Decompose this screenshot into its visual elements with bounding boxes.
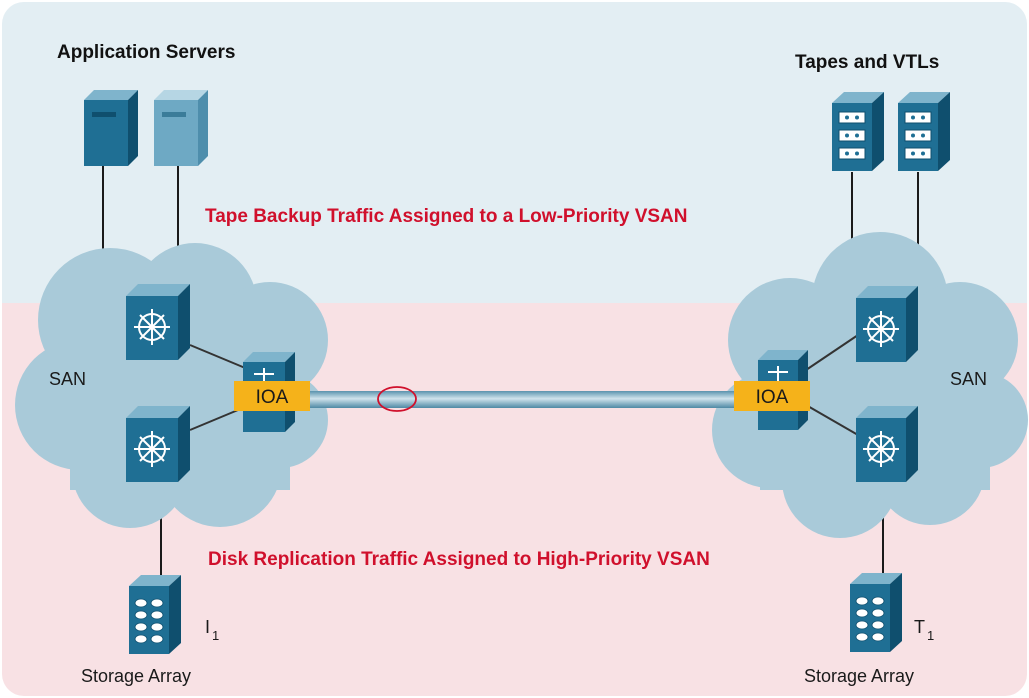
right-san-switch-1: [856, 286, 918, 362]
tape-library-2: [898, 92, 950, 171]
left-san-switch-1: [126, 284, 190, 360]
storage-array-right-label: Storage Array: [804, 666, 914, 686]
right-san-switch-2: [856, 406, 918, 482]
high-priority-vsan-label: Disk Replication Traffic Assigned to Hig…: [208, 549, 710, 570]
wan-link: [300, 391, 745, 408]
tapes-and-vtls-label: Tapes and VTLs: [795, 52, 939, 73]
left-ioa-label: IOA: [256, 387, 289, 408]
application-server-2: [154, 90, 208, 166]
storage-array-left-label: Storage Array: [81, 666, 191, 686]
left-ioa-tag: IOA: [234, 381, 310, 411]
right-ioa-label: IOA: [756, 387, 789, 408]
storage-array-left: [129, 575, 181, 654]
right-san-label: SAN: [950, 369, 987, 389]
left-san-label: SAN: [49, 369, 86, 389]
target-subscript: 1: [927, 628, 934, 643]
right-ioa-tag: IOA: [734, 381, 810, 411]
application-servers-label: Application Servers: [57, 42, 235, 63]
storage-array-right: [850, 573, 902, 652]
initiator-label: I: [205, 617, 210, 637]
target-label: T: [914, 617, 925, 637]
left-san-switch-2: [126, 406, 190, 482]
low-priority-vsan-label: Tape Backup Traffic Assigned to a Low-Pr…: [205, 206, 687, 227]
tape-library-1: [832, 92, 884, 171]
initiator-subscript: 1: [212, 628, 219, 643]
link-congestion-marker: [377, 386, 417, 412]
application-server-1: [84, 90, 138, 166]
